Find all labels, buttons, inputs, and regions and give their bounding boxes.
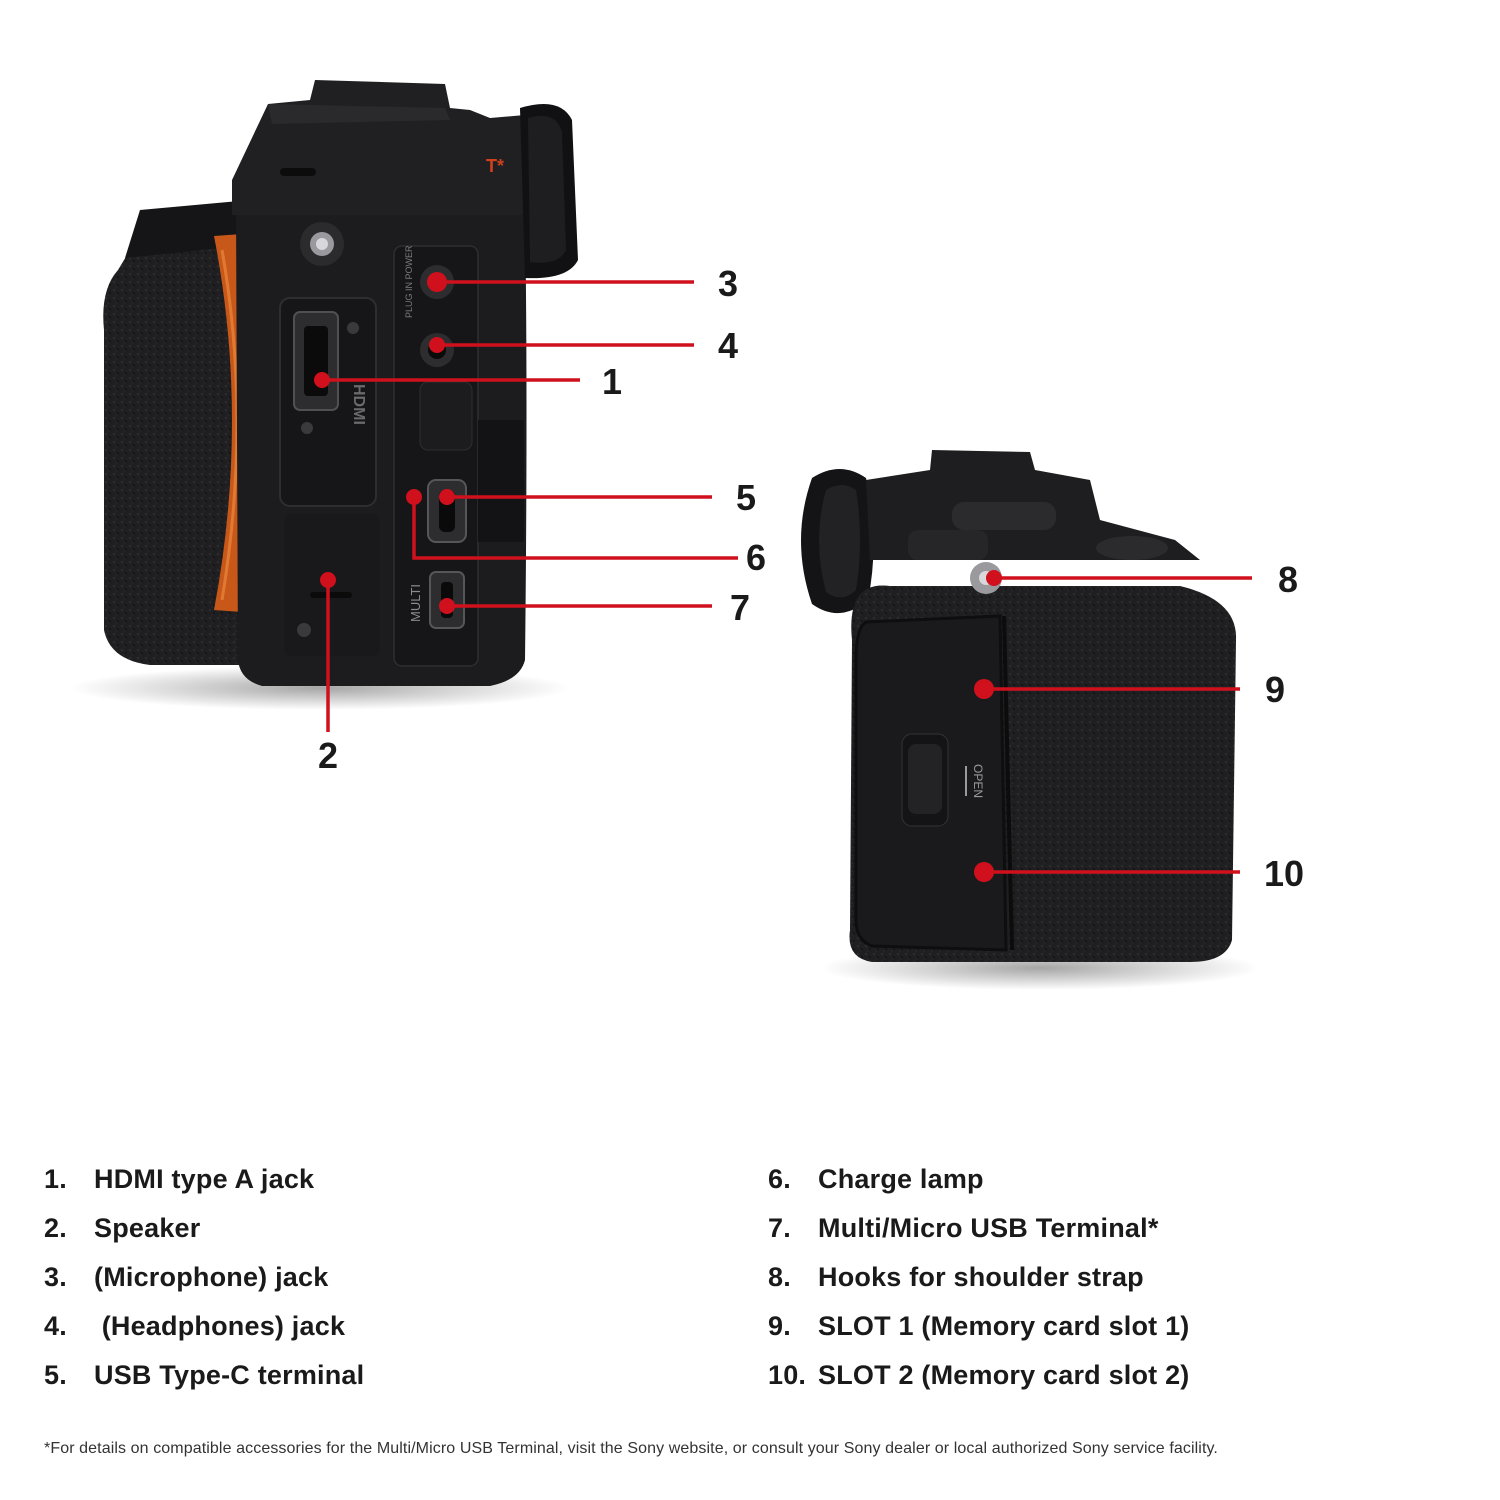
- viewfinder-hump: [232, 80, 525, 215]
- rear-dial: [952, 502, 1056, 530]
- legend-item: 8. Hooks for shoulder strap: [768, 1253, 1189, 1302]
- legend-text: SLOT 1 (Memory card slot 1): [818, 1311, 1190, 1341]
- camera-left-side-view: T* HDMI PLUG IN POWER MULTI: [70, 80, 578, 710]
- legend-text: (Microphone) jack: [94, 1262, 329, 1292]
- camera-diagram: T* HDMI PLUG IN POWER MULTI: [70, 80, 1304, 990]
- callout-1: 1: [314, 361, 622, 402]
- legend-number: 3.: [44, 1262, 67, 1292]
- svg-text:10: 10: [1264, 853, 1304, 894]
- legend-number: 2.: [44, 1213, 67, 1243]
- hdmi-label: HDMI: [350, 384, 367, 425]
- legend-number: 7.: [768, 1213, 791, 1243]
- legend-number: 10.: [768, 1360, 807, 1390]
- callout-7: 7: [439, 587, 750, 628]
- legend-item: 1. HDMI type A jack: [44, 1155, 364, 1204]
- legend-item: 5. USB Type-C terminal: [44, 1351, 364, 1400]
- legend-number: 8.: [768, 1262, 791, 1292]
- svg-text:8: 8: [1278, 559, 1298, 600]
- legend-left-column: 1. HDMI type A jack 2. Speaker 3. (Micropho…: [44, 1155, 364, 1400]
- legend-number: 1.: [44, 1164, 67, 1194]
- legend-item: 10. SLOT 2 (Memory card slot 2): [768, 1351, 1189, 1400]
- legend-item: 6. Charge lamp: [768, 1155, 1189, 1204]
- svg-text:9: 9: [1265, 669, 1285, 710]
- callout-5: 5: [439, 477, 756, 518]
- svg-text:5: 5: [736, 477, 756, 518]
- legend-text: Charge lamp: [818, 1164, 984, 1194]
- callout-6: 6: [406, 489, 766, 578]
- callout-leaders: 1 2 3 4 5 6 7: [314, 263, 1304, 894]
- svg-text:2: 2: [318, 735, 338, 776]
- legend-number: 6.: [768, 1164, 791, 1194]
- callout-2: 2: [318, 572, 338, 776]
- legend-number: 4.: [44, 1311, 67, 1341]
- multi-label: MULTI: [408, 584, 423, 622]
- svg-text:4: 4: [718, 325, 738, 366]
- callout-3: 3: [427, 263, 738, 304]
- callout-4: 4: [429, 325, 738, 366]
- legend-text: USB Type-C terminal: [94, 1360, 365, 1390]
- legend-number: 9.: [768, 1311, 791, 1341]
- legend-item: 2. Speaker: [44, 1204, 364, 1253]
- callout-8: 8: [986, 559, 1298, 600]
- legend-item: 9. SLOT 1 (Memory card slot 1): [768, 1302, 1189, 1351]
- callout-9: 9: [974, 669, 1285, 710]
- legend-item: 7. Multi/Micro USB Terminal*: [768, 1204, 1189, 1253]
- legend-text: SLOT 2 (Memory card slot 2): [818, 1360, 1190, 1390]
- legend-text: Speaker: [94, 1213, 201, 1243]
- open-label: OPEN: [971, 764, 985, 798]
- callout-10: 10: [974, 853, 1304, 894]
- svg-text:7: 7: [730, 587, 750, 628]
- footnote: *For details on compatible accessories f…: [44, 1440, 1218, 1457]
- plug-in-power-label: PLUG IN POWER: [404, 245, 414, 318]
- top-dial: [908, 530, 988, 560]
- svg-text:6: 6: [746, 537, 766, 578]
- t-star-logo: T*: [486, 156, 504, 176]
- camera-right-side-view: OPEN: [801, 450, 1260, 990]
- grip: [103, 230, 250, 665]
- legend-text: Multi/Micro USB Terminal*: [818, 1213, 1159, 1243]
- legend-item: 3. (Microphone) jack: [44, 1253, 364, 1302]
- svg-text:1: 1: [602, 361, 622, 402]
- legend-item: 4. (Headphones) jack: [44, 1302, 364, 1351]
- legend-text: HDMI type A jack: [94, 1164, 315, 1194]
- legend-number: 5.: [44, 1360, 67, 1390]
- svg-text:3: 3: [718, 263, 738, 304]
- legend-text: (Headphones) jack: [94, 1311, 346, 1341]
- legend-text: Hooks for shoulder strap: [818, 1262, 1144, 1292]
- legend-right-column: 6. Charge lamp 7. Multi/Micro USB Terminal…: [768, 1155, 1189, 1400]
